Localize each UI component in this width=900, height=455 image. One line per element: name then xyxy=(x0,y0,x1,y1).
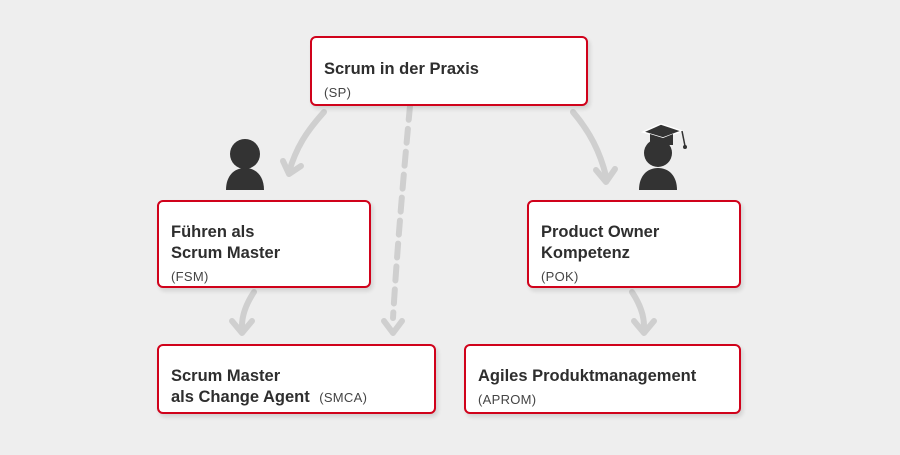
node-scrum-in-der-praxis[interactable]: Scrum in der Praxis (SP) xyxy=(310,36,588,106)
node-fuehren-als-scrum-master[interactable]: Führen als Scrum Master (FSM) xyxy=(157,200,371,288)
node-title-line2: als Change Agent xyxy=(171,388,310,406)
arrow-sp-to-smca-head xyxy=(381,318,405,336)
node-title: Agiles Produktmanagement xyxy=(478,367,697,385)
node-title: Führen als Scrum Master xyxy=(171,223,281,262)
node-scrum-master-als-change-agent[interactable]: Scrum Master als Change Agent (SMCA) xyxy=(157,344,436,414)
arrow-sp-to-pok xyxy=(570,109,609,179)
node-title: Product Owner Kompetenz xyxy=(541,223,660,262)
node-code: (FSM) xyxy=(171,269,209,284)
node-code: (SMCA) xyxy=(319,390,368,405)
arrow-fsm-to-smca xyxy=(239,289,257,329)
node-code: (SP) xyxy=(324,85,352,100)
arrow-pok-to-aprom xyxy=(629,289,647,329)
arrow-sp-to-fsm-head xyxy=(280,158,304,177)
node-title-line1: Scrum Master xyxy=(171,367,281,385)
arrow-sp-to-fsm xyxy=(286,109,327,175)
node-agiles-produktmanagement[interactable]: Agiles Produktmanagement (APROM) xyxy=(464,344,741,414)
arrow-pok-to-aprom-head xyxy=(631,318,657,336)
arrow-fsm-to-smca-head xyxy=(229,318,255,336)
node-code: (APROM) xyxy=(478,392,537,407)
arrow-sp-to-smca-dashed xyxy=(390,103,413,321)
node-product-owner-kompetenz[interactable]: Product Owner Kompetenz (POK) xyxy=(527,200,741,288)
arrows xyxy=(229,103,657,336)
mortarboard xyxy=(640,123,685,139)
graduate-person-icon xyxy=(639,123,687,190)
person-icon xyxy=(226,139,264,190)
node-code: (POK) xyxy=(541,269,579,284)
node-title: Scrum in der Praxis xyxy=(324,60,479,78)
arrow-sp-to-pok-head xyxy=(593,166,618,185)
